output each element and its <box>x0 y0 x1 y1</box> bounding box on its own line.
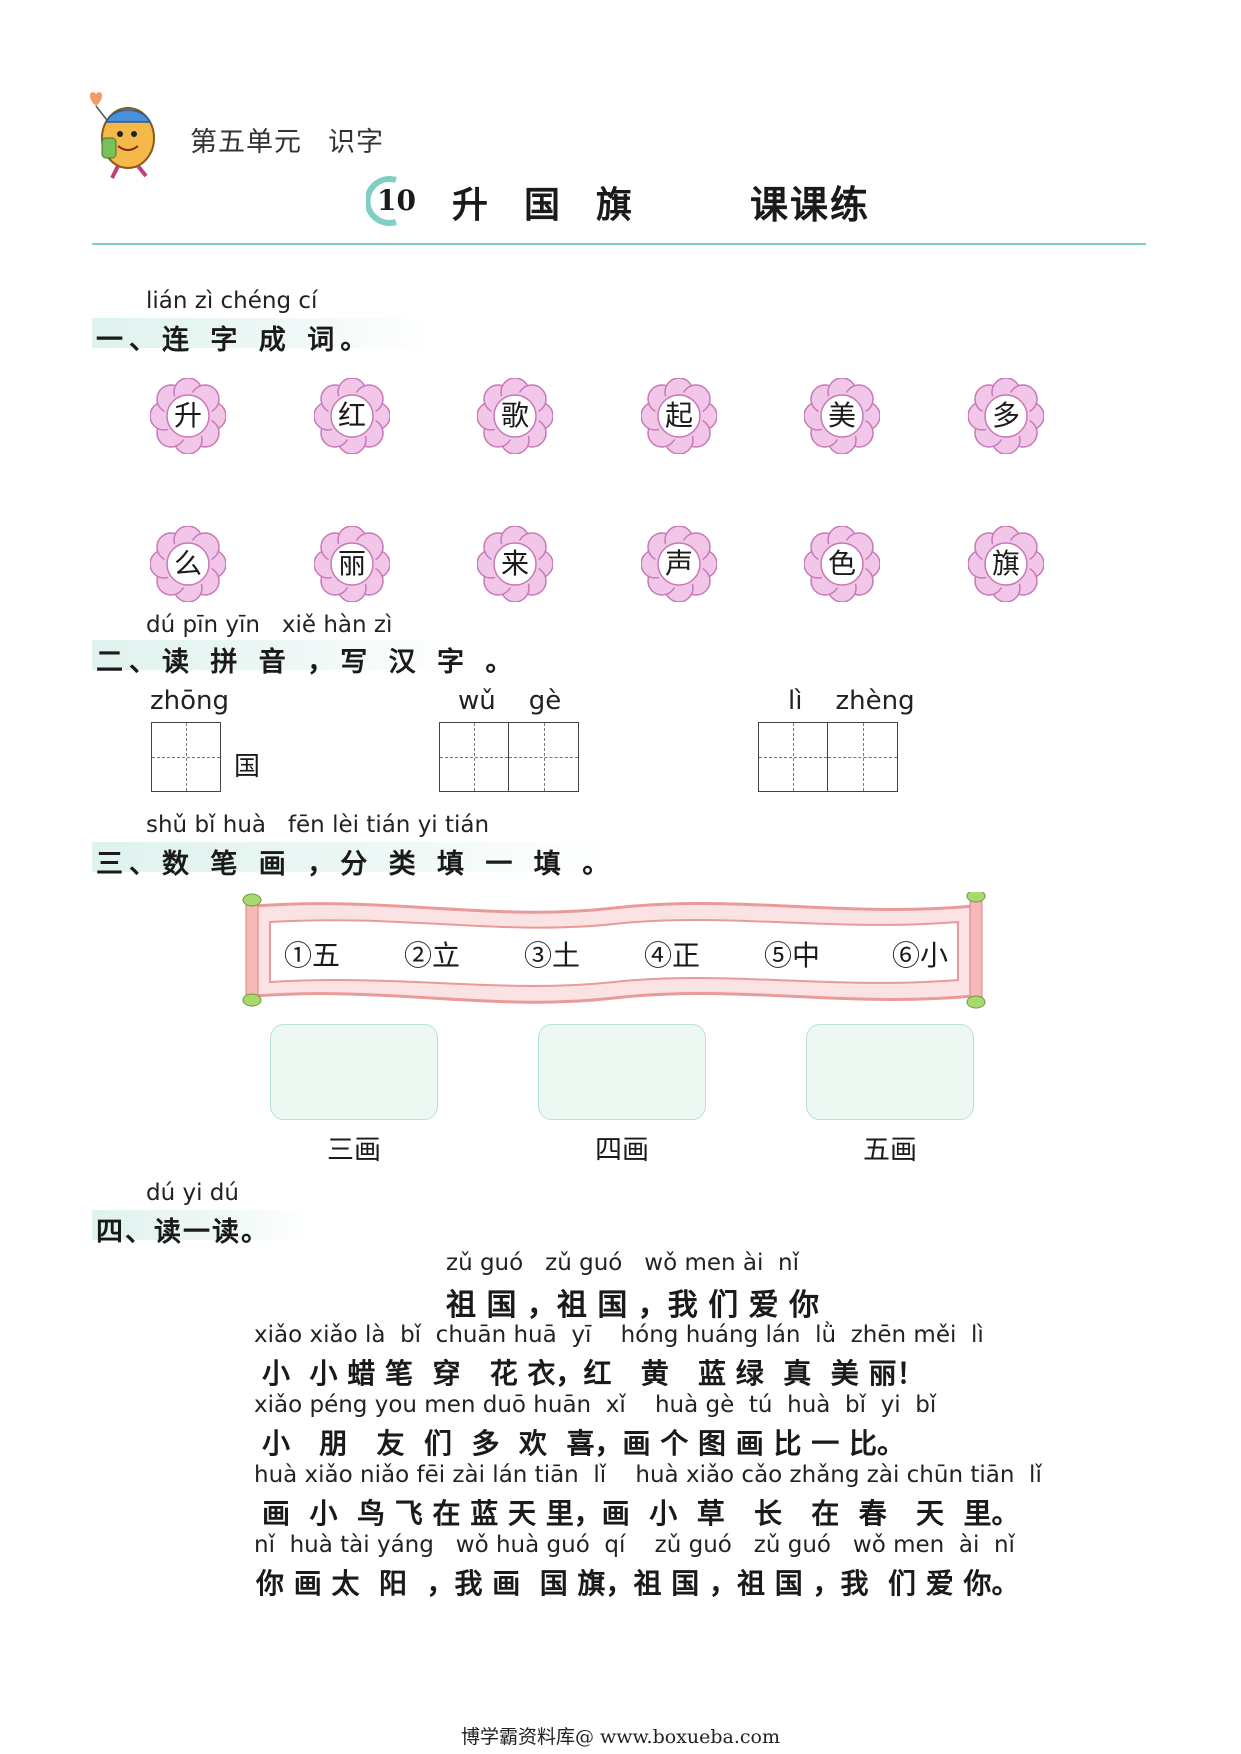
category-label-five: 五画 <box>863 1135 917 1166</box>
flower-char[interactable]: 起 <box>641 378 717 454</box>
category-box-five-strokes[interactable] <box>806 1024 974 1120</box>
unit-title: 第五单元识字 <box>190 120 384 159</box>
section3-title: 三、数 笔 画 ，分 类 填 一 填 。 <box>96 849 616 880</box>
character-banner <box>242 889 986 1012</box>
flower-char-label: 多 <box>991 399 1020 432</box>
flower-char-label: 色 <box>827 547 856 580</box>
writing-grid-1 <box>151 722 221 792</box>
writing-grid-3 <box>758 722 898 792</box>
banner-item-3: ③土 <box>524 939 581 972</box>
flower-char[interactable]: 色 <box>804 526 880 602</box>
poem-line-2: 小 朋 友 们 多 欢 喜，画 个 图 画 比 一 比。 <box>262 1427 905 1460</box>
section4-title: 四、读一读。 <box>96 1217 270 1248</box>
flower-char-label: 起 <box>664 399 693 432</box>
writing-cell[interactable] <box>151 722 221 792</box>
banner-item-1: ①五 <box>284 939 341 972</box>
poem-line-2-pinyin: xiǎo péng you men duō huān xǐ huà gè tú … <box>254 1392 937 1418</box>
unit-name: 第五单元 <box>190 127 302 158</box>
section3-pinyin: shǔ bǐ huà fēn lèi tián yi tián <box>146 812 490 838</box>
flower-char[interactable]: 多 <box>968 378 1044 454</box>
flower-char[interactable]: 歌 <box>477 378 553 454</box>
flower-char[interactable]: 么 <box>150 526 226 602</box>
lesson-number-badge: 10 <box>366 176 416 226</box>
section4-pinyin: dú yi dú <box>146 1180 239 1206</box>
pinyin-prompt-3: lì zhèng <box>788 686 915 716</box>
mascot-illustration <box>88 88 168 180</box>
poem-line-3: 画 小 鸟 飞 在 蓝 天 里，画 小 草 长 在 春 天 里。 <box>262 1497 1020 1530</box>
banner-item-2: ②立 <box>404 939 461 972</box>
flower-char[interactable]: 声 <box>641 526 717 602</box>
writing-cell[interactable] <box>509 722 579 792</box>
unit-type: 识字 <box>328 127 384 158</box>
flower-char[interactable]: 红 <box>314 378 390 454</box>
flower-char-label: 升 <box>173 399 202 432</box>
poem-line-3-pinyin: huà xiǎo niǎo fēi zài lán tiān lǐ huà xi… <box>254 1462 1042 1488</box>
flower-char-label: 声 <box>664 547 693 580</box>
flower-char-label: 来 <box>500 547 529 580</box>
flower-char[interactable]: 美 <box>804 378 880 454</box>
category-label-three: 三画 <box>327 1135 381 1166</box>
section1-title: 一、连 字 成 词。 <box>96 325 374 356</box>
poem-line-4: 你 画 太 阳 ，我 画 国 旗，祖 国 ，祖 国 ，我 们 爱 你。 <box>256 1567 1020 1600</box>
pinyin-prompt-1-suffix: 国 <box>234 752 261 782</box>
poem-title-pinyin: zǔ guó zǔ guó wǒ men ài nǐ <box>446 1250 799 1276</box>
section1-pinyin: lián zì chéng cí <box>146 288 318 314</box>
header-divider <box>92 243 1146 245</box>
flower-char-label: 红 <box>337 399 366 432</box>
footer-watermark: 博学霸资料库@ www.boxueba.com <box>460 1726 781 1748</box>
banner-item-5: ⑤中 <box>764 939 821 972</box>
section1-heading-bar <box>92 318 432 348</box>
poem-line-1-pinyin: xiǎo xiǎo là bǐ chuān huā yī hóng huáng … <box>254 1322 984 1348</box>
writing-cell[interactable] <box>758 722 828 792</box>
flower-char-label: 丽 <box>337 547 366 580</box>
banner-item-6: ⑥小 <box>892 939 949 972</box>
category-box-four-strokes[interactable] <box>538 1024 706 1120</box>
flower-char-label: 美 <box>827 399 856 432</box>
lesson-tag: 课课练 <box>750 183 871 227</box>
writing-grid-2 <box>439 722 579 792</box>
lesson-number: 10 <box>377 184 416 217</box>
section4-heading-bar <box>92 1210 312 1240</box>
category-label-four: 四画 <box>595 1135 649 1166</box>
pinyin-prompt-2: wǔ gè <box>458 686 562 716</box>
section2-heading-bar <box>92 640 462 670</box>
writing-cell[interactable] <box>828 722 898 792</box>
flower-char[interactable]: 丽 <box>314 526 390 602</box>
flower-char-label: 么 <box>173 547 202 580</box>
writing-cell[interactable] <box>439 722 509 792</box>
section2-pinyin: dú pīn yīn xiě hàn zì <box>146 612 393 638</box>
category-box-three-strokes[interactable] <box>270 1024 438 1120</box>
poem-line-4-pinyin: nǐ huà tài yáng wǒ huà guó qí zǔ guó zǔ … <box>254 1532 1015 1558</box>
poem-line-1: 小 小 蜡 笔 穿 花 衣，红 黄 蓝 绿 真 美 丽！ <box>262 1357 925 1390</box>
flower-char-label: 旗 <box>991 547 1020 580</box>
lesson-title: 升国旗 <box>452 184 669 226</box>
section2-title: 二、读 拼 音 ，写 汉 字 。 <box>96 647 519 678</box>
poem-title: 祖 国 ，祖 国 ，我 们 爱 你 <box>446 1288 820 1323</box>
flower-char[interactable]: 来 <box>477 526 553 602</box>
pinyin-prompt-1: zhōng <box>150 686 230 716</box>
flower-char-label: 歌 <box>500 399 529 432</box>
flower-char[interactable]: 升 <box>150 378 226 454</box>
flower-char[interactable]: 旗 <box>968 526 1044 602</box>
banner-item-4: ④正 <box>644 939 701 972</box>
section3-heading-bar <box>92 842 612 872</box>
